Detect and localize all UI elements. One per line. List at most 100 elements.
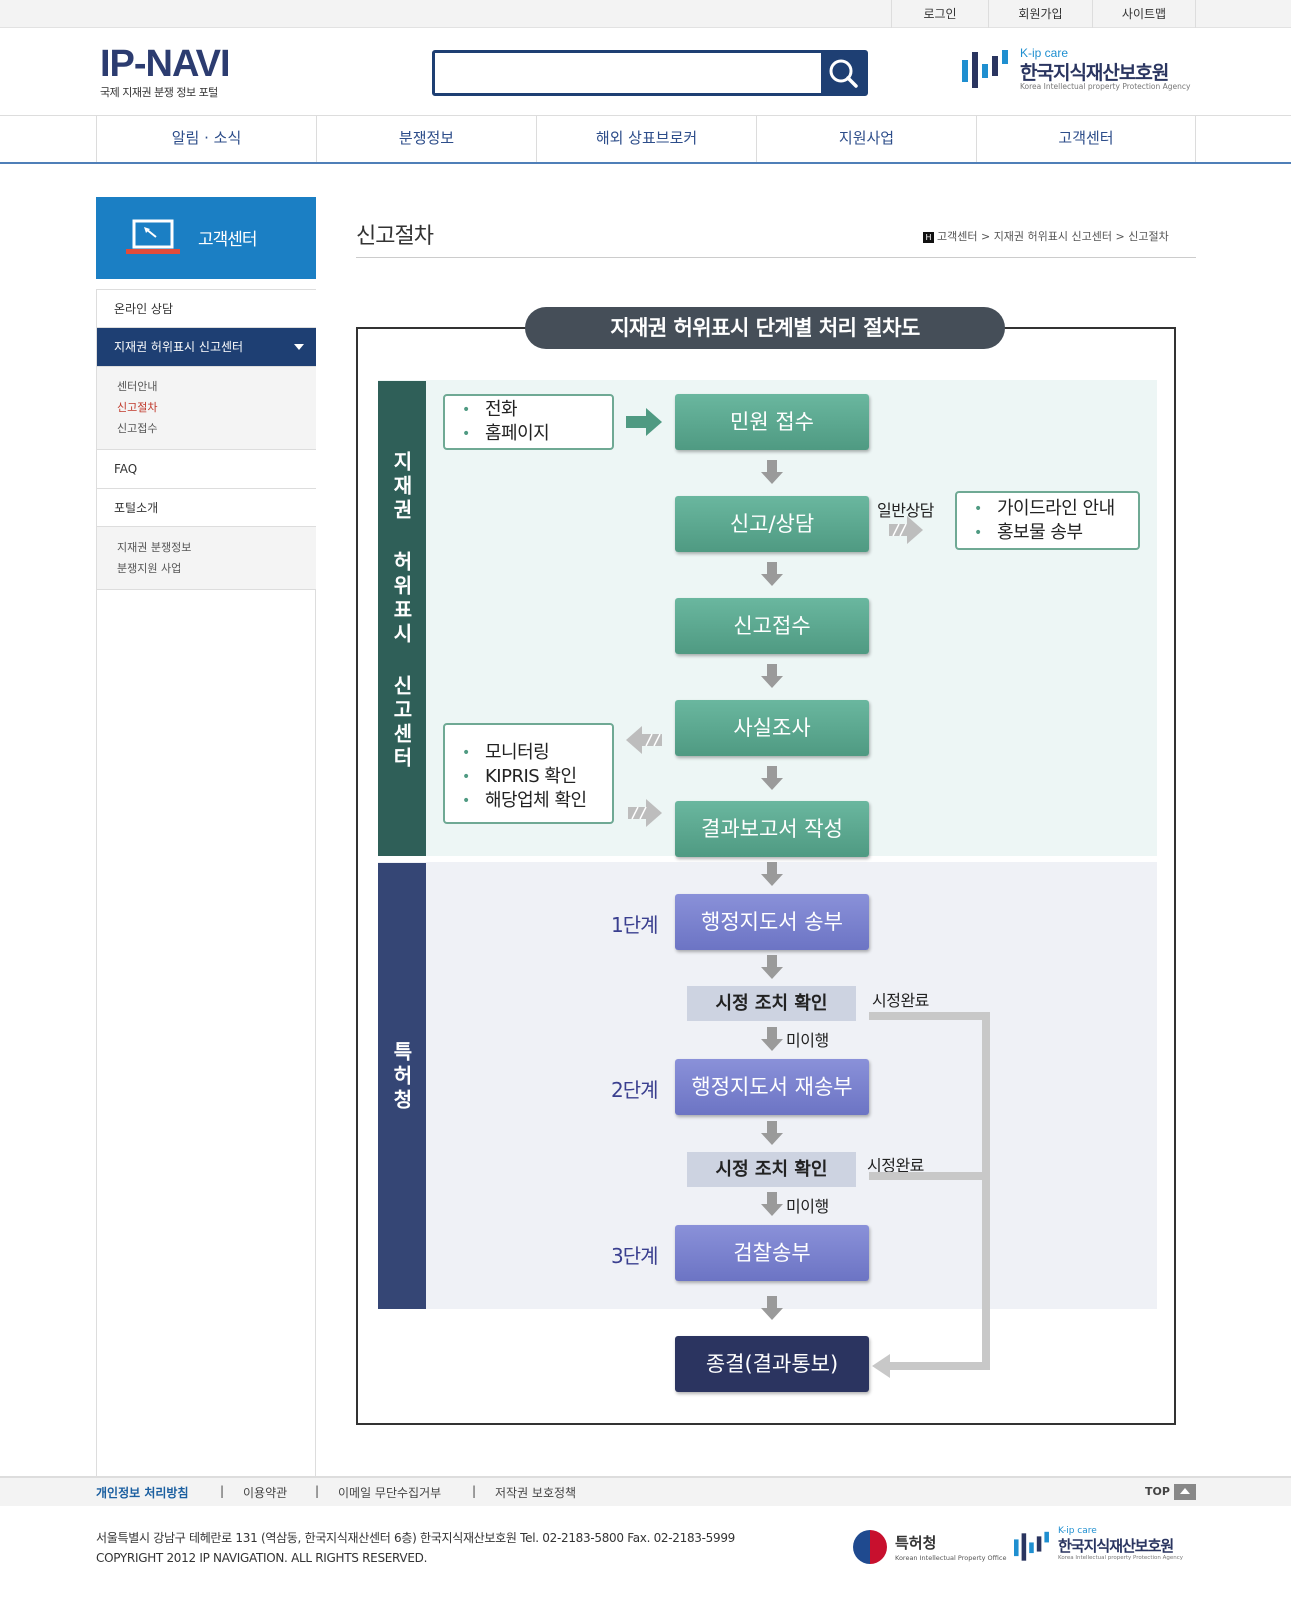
nav-support[interactable]: 지원사업 xyxy=(756,116,976,162)
logo-main: IP-NAVI xyxy=(100,43,231,85)
laptop-icon xyxy=(126,219,180,254)
footer-separator: | xyxy=(315,1484,320,1498)
search-input[interactable] xyxy=(435,53,820,93)
footer-address: 서울특별시 강남구 테헤란로 131 (역삼동, 한국지식재산센터 6층) 한국… xyxy=(96,1531,736,1545)
note-check-item: KIPRIS 확인 xyxy=(459,765,612,789)
label-general-consult: 일반상담 xyxy=(877,501,934,520)
agency-logo[interactable]: K-ip care 한국지식재산보호원 Korea Intellectual p… xyxy=(962,46,1202,94)
nav-customer-center[interactable]: 고객센터 xyxy=(976,116,1196,162)
utility-bar: 로그인 회원가입 사이트맵 xyxy=(0,0,1291,28)
note-guide-item: 홍보물 송부 xyxy=(971,521,1138,545)
footer-copyright-link[interactable]: 저작권 보호정책 xyxy=(495,1486,577,1500)
page-title: 신고절차 xyxy=(356,224,434,249)
lnb-sub-dispute-info[interactable]: 지재권 분쟁정보 xyxy=(117,541,192,554)
label-stage-1: 1단계 xyxy=(611,913,659,937)
footer-agency-name: 한국지식재산보호원 xyxy=(1058,1537,1174,1555)
lnb-sub-report[interactable]: 신고접수 xyxy=(117,422,158,435)
kipo-logo[interactable]: 특허청 Korean Intellectual Property Office xyxy=(853,1528,1013,1568)
main-nav: 알림 · 소식 분쟁정보 해외 상표브로커 지원사업 고객센터 xyxy=(0,115,1291,164)
top-link[interactable]: TOP xyxy=(1145,1485,1170,1498)
lnb-portal-intro[interactable]: 포털소개 xyxy=(97,489,316,527)
label-stage-3: 3단계 xyxy=(611,1244,659,1268)
caret-down-icon xyxy=(294,344,304,350)
note-check-item: 모니터링 xyxy=(459,741,612,765)
home-icon[interactable]: H xyxy=(923,231,934,243)
note-guide-item: 가이드라인 안내 xyxy=(971,497,1138,521)
lnb-sub-procedure[interactable]: 신고절차 xyxy=(117,401,158,414)
footer-separator: | xyxy=(472,1484,477,1498)
footer-agency-small: K-ip care xyxy=(1058,1526,1097,1536)
nav-trademark-broker[interactable]: 해외 상표브로커 xyxy=(536,116,756,162)
step-receipt: 민원 접수 xyxy=(675,394,869,450)
step-closure: 종결(결과통보) xyxy=(675,1336,869,1392)
side-label-kipo-text: 특허청 xyxy=(389,1041,414,1113)
label-done-2: 시정완료 xyxy=(867,1156,924,1175)
footer-copyright: COPYRIGHT 2012 IP NAVIGATION. ALL RIGHTS… xyxy=(96,1551,428,1565)
lnb-title: 고객센터 xyxy=(198,230,258,250)
note-guides: 가이드라인 안내 홍보물 송부 xyxy=(955,491,1140,550)
note-checks: 모니터링 KIPRIS 확인 해당업체 확인 xyxy=(443,723,614,824)
logo-sub: 국제 지재권 분쟁 정보 포털 xyxy=(100,86,218,99)
search-box xyxy=(432,50,868,96)
agency-name: 한국지식재산보호원 xyxy=(1020,62,1169,84)
side-label-center: 지재권 허위표시 신고센터 xyxy=(378,381,426,856)
footer-agency-logo[interactable]: K-ip care 한국지식재산보호원 Korea Intellectual p… xyxy=(1014,1526,1194,1568)
footer-terms-link[interactable]: 이용약관 xyxy=(243,1486,288,1500)
agency-mark-icon xyxy=(962,50,1008,88)
footer-address-block: 서울특별시 강남구 테헤란로 131 (역삼동, 한국지식재산센터 6층) 한국… xyxy=(96,1528,735,1568)
label-stage-2: 2단계 xyxy=(611,1078,659,1102)
step-result-report: 결과보고서 작성 xyxy=(675,801,869,857)
step-correction-check-1: 시정 조치 확인 xyxy=(687,986,856,1021)
lnb-portal-submenu: 지재권 분쟁정보 분쟁지원 사업 xyxy=(97,527,316,590)
label-not-done-2: 미이행 xyxy=(786,1197,829,1216)
footer-privacy-link[interactable]: 개인정보 처리방침 xyxy=(96,1486,189,1500)
note-channels: 전화 홈페이지 xyxy=(443,394,614,450)
step-investigation: 사실조사 xyxy=(675,700,869,756)
footer-email-link[interactable]: 이메일 무단수집거부 xyxy=(338,1486,442,1500)
footer-agency-english: Korea Intellectual property Protection A… xyxy=(1058,1555,1184,1561)
side-label-kipo: 특허청 xyxy=(378,863,426,1309)
title-divider xyxy=(356,257,1196,258)
step-correction-check-2: 시정 조치 확인 xyxy=(687,1152,856,1187)
left-nav: 온라인 상담 지재권 허위표시 신고센터 센터안내 신고절차 신고접수 FAQ … xyxy=(96,289,316,1477)
kipo-name: 특허청 xyxy=(895,1534,937,1552)
search-icon xyxy=(829,59,858,88)
step-report-consult: 신고/상담 xyxy=(675,496,869,552)
top-arrow-icon[interactable] xyxy=(1174,1484,1196,1500)
kipo-emblem-icon xyxy=(853,1530,887,1564)
label-not-done-1: 미이행 xyxy=(786,1031,829,1050)
side-label-center-text: 지재권 허위표시 신고센터 xyxy=(389,451,414,771)
step-prosecution: 검찰송부 xyxy=(675,1225,869,1281)
lnb-sub-dispute-support[interactable]: 분쟁지원 사업 xyxy=(117,562,182,575)
diagram-title: 지재권 허위표시 단계별 처리 절차도 xyxy=(525,307,1005,349)
kipo-english: Korean Intellectual Property Office xyxy=(895,1554,1007,1562)
sitemap-link[interactable]: 사이트맵 xyxy=(1092,0,1196,28)
ip-navi-logo[interactable]: IP-NAVI 국제 지재권 분쟁 정보 포털 xyxy=(100,43,231,100)
agency-small: K-ip care xyxy=(1020,46,1069,60)
note-channel-item: 홈페이지 xyxy=(459,422,612,446)
note-channel-item: 전화 xyxy=(459,398,612,422)
lnb-report-submenu: 센터안내 신고절차 신고접수 xyxy=(97,367,316,450)
lnb-faq[interactable]: FAQ xyxy=(97,450,316,489)
lnb-online-consult[interactable]: 온라인 상담 xyxy=(97,289,316,328)
lnb-report-center[interactable]: 지재권 허위표시 신고센터 xyxy=(97,328,316,367)
footer-links: 개인정보 처리방침 | 이용약관 | 이메일 무단수집거부 | 저작권 보호정책… xyxy=(0,1476,1291,1506)
nav-news[interactable]: 알림 · 소식 xyxy=(96,116,316,162)
step-report-accept: 신고접수 xyxy=(675,598,869,654)
nav-dispute-info[interactable]: 분쟁정보 xyxy=(316,116,536,162)
footer-separator: | xyxy=(220,1484,225,1498)
step-admin-guidance: 행정지도서 송부 xyxy=(675,894,869,950)
step-admin-guidance-resend: 행정지도서 재송부 xyxy=(675,1059,869,1115)
lnb-report-center-label: 지재권 허위표시 신고센터 xyxy=(114,340,244,354)
breadcrumb-text: 고객센터 > 지재권 허위표시 신고센터 > 신고절차 xyxy=(937,230,1169,243)
lnb-sub-center-info[interactable]: 센터안내 xyxy=(117,380,158,393)
search-button[interactable] xyxy=(821,53,865,93)
lnb-header: 고객센터 xyxy=(96,197,316,279)
label-done-1: 시정완료 xyxy=(872,991,929,1010)
agency-mark-icon xyxy=(1014,1531,1049,1561)
login-link[interactable]: 로그인 xyxy=(891,0,988,28)
agency-english: Korea Intellectual property Protection A… xyxy=(1020,82,1191,91)
note-check-item: 해당업체 확인 xyxy=(459,789,612,813)
join-link[interactable]: 회원가입 xyxy=(988,0,1092,28)
